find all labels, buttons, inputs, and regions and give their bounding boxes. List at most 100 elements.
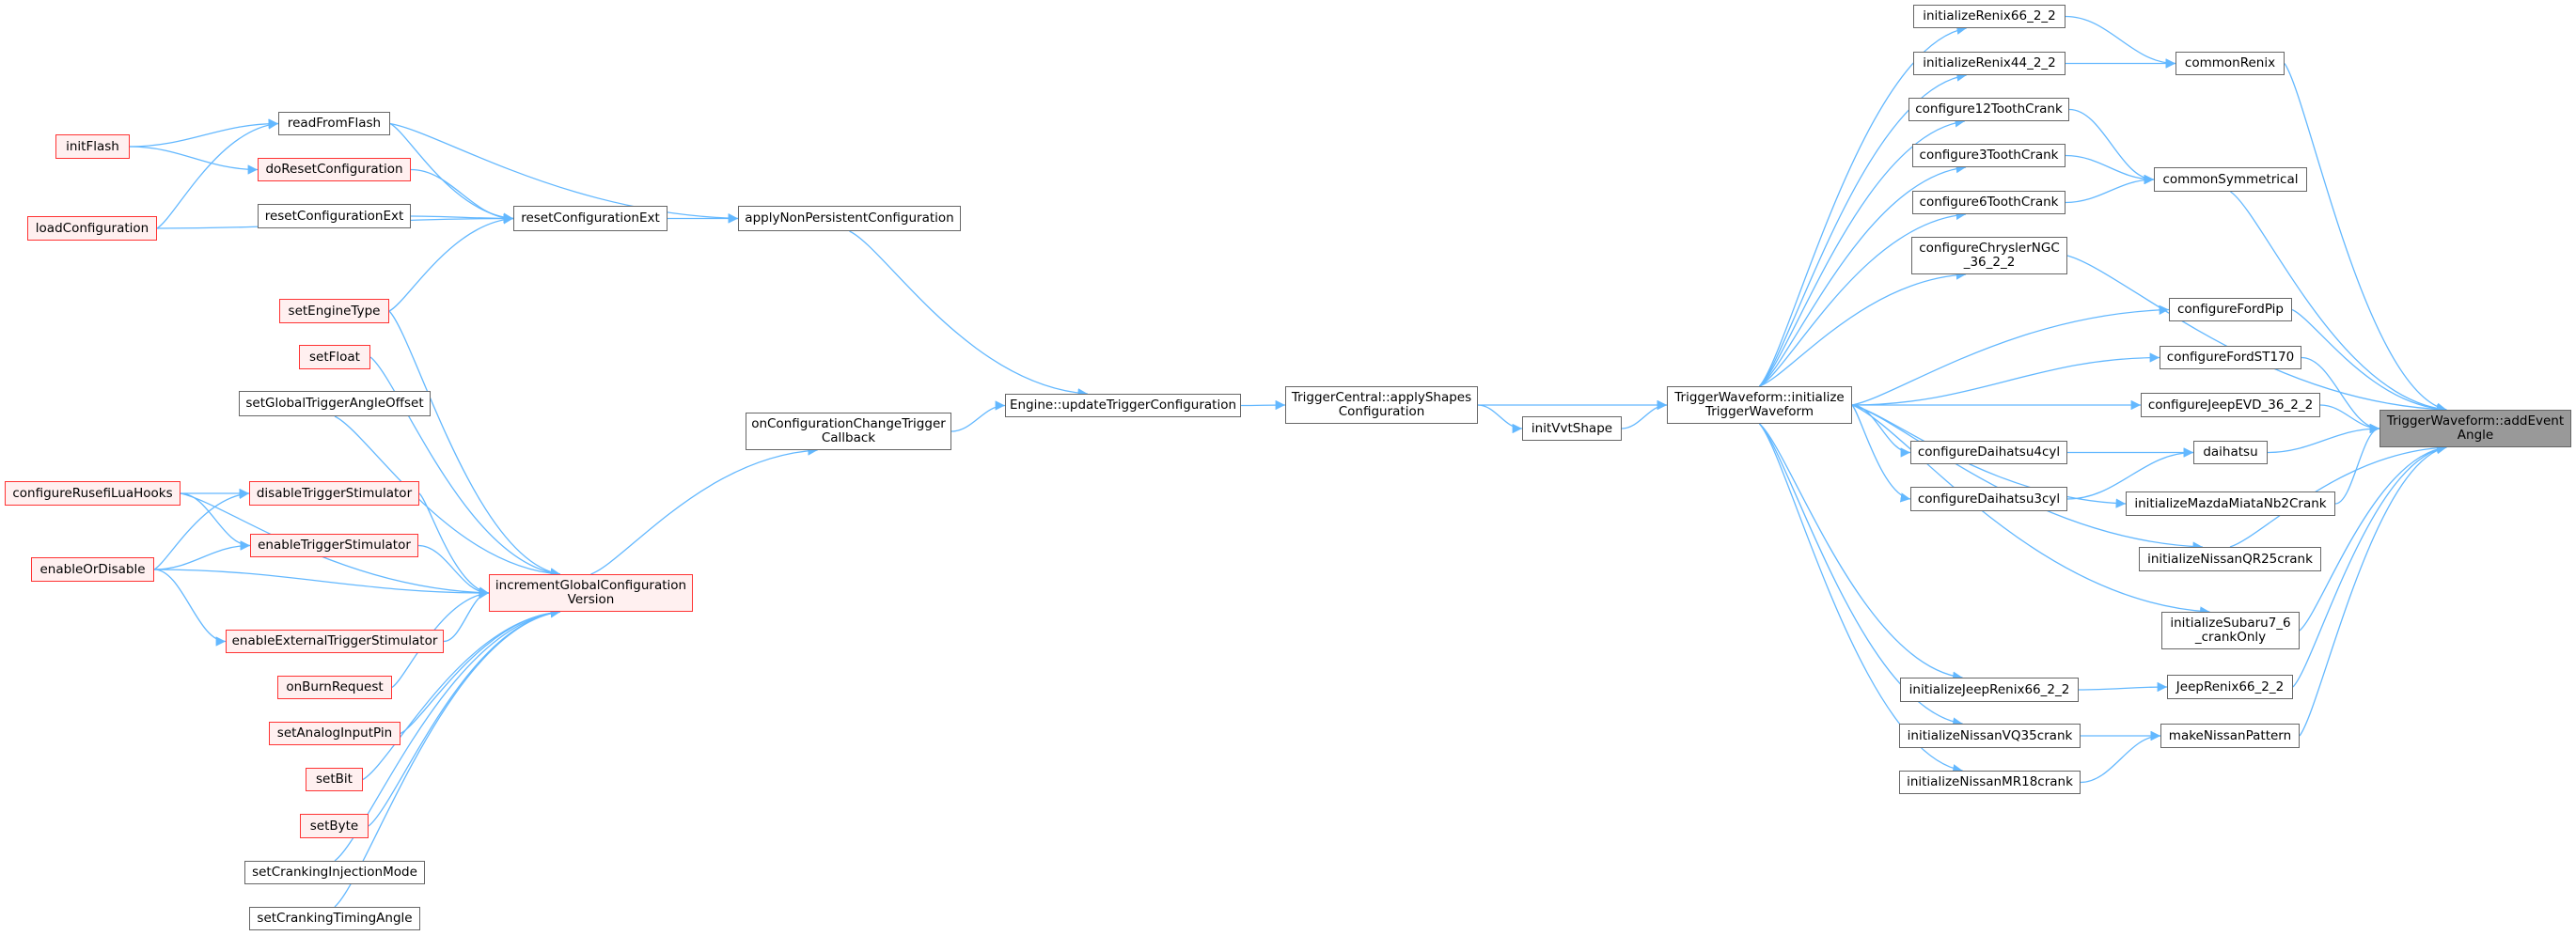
node-configure-ford-pip[interactable]: configureFordPip [2169,298,2292,321]
edge-do-reset-configuration-to-reset-configuration-ext-b [410,168,514,224]
edge-load-configuration-to-read-from-flash [156,119,279,229]
edge-configure6-tooth-crank-to-common-symmetrical [2065,174,2155,204]
edge-set-engine-type-to-reset-configuration-ext-b [388,214,514,312]
node-disable-trigger-stimulator[interactable]: disableTriggerStimulator [249,481,419,506]
node-configure6-tooth-crank[interactable]: configure6ToothCrank [1912,191,2066,214]
edge-trigger-waveform-initialize-trigger-waveform-to-configure6-tooth-crank [1759,210,1967,387]
edge-daihatsu-to-trigger-waveform-add-event-angle [2267,423,2380,454]
edge-trigger-waveform-initialize-trigger-waveform-to-initialize-jeep-renix66-2-2 [1759,423,1963,681]
node-init-flash[interactable]: initFlash [55,134,130,159]
node-reset-configuration-ext-a[interactable]: resetConfigurationExt [258,204,411,228]
node-configure-ford-st170[interactable]: configureFordST170 [2160,346,2301,369]
edge-trigger-waveform-initialize-trigger-waveform-to-configure3-tooth-crank [1759,163,1967,387]
node-configure-rusefi-lua-hooks[interactable]: configureRusefiLuaHooks [5,481,181,506]
node-configure12-tooth-crank[interactable]: configure12ToothCrank [1908,98,2069,121]
edge-apply-non-persistent-configuration-to-engine-update-trigger-configuration [849,230,1088,398]
node-set-float[interactable]: setFloat [299,345,370,369]
node-increment-global-configuration-version[interactable]: incrementGlobalConfiguration Version [489,574,693,612]
node-initialize-nissan-vq35crank[interactable]: initializeNissanVQ35crank [1899,724,2081,748]
edge-read-from-flash-to-apply-non-persistent-configuration [389,122,739,224]
edge-jeep-renix66-2-2-to-trigger-waveform-add-event-angle [2292,444,2447,688]
node-trigger-waveform-add-event-angle: TriggerWaveform::addEvent Angle [2380,410,2571,447]
node-configure-jeep-evd-36-2-2[interactable]: configureJeepEVD_36_2_2 [2141,393,2320,417]
edge-set-bit-to-increment-global-configuration-version [362,607,561,781]
edge-init-vvt-shape-to-trigger-waveform-initialize-trigger-waveform [1621,399,1668,429]
edge-trigger-waveform-initialize-trigger-waveform-to-initialize-subaru7-6-crank-only [1851,404,2210,616]
node-initialize-renix66-2-2[interactable]: initializeRenix66_2_2 [1913,5,2066,28]
node-initialize-jeep-renix66-2-2[interactable]: initializeJeepRenix66_2_2 [1900,678,2079,702]
edge-trigger-waveform-initialize-trigger-waveform-to-initialize-nissan-qr25crank [1851,404,2203,552]
edge-trigger-waveform-initialize-trigger-waveform-to-configure12-tooth-crank [1759,117,1965,387]
node-initialize-nissan-qr25crank[interactable]: initializeNissanQR25crank [2139,547,2321,571]
node-reset-configuration-ext-b[interactable]: resetConfigurationExt [513,206,668,231]
node-initialize-renix44-2-2[interactable]: initializeRenix44_2_2 [1913,52,2066,75]
node-on-configuration-change-trigger-callback[interactable]: onConfigurationChangeTrigger Callback [746,413,951,450]
node-configure-daihatsu3cyl[interactable]: configureDaihatsu3cyl [1910,487,2067,511]
edge-common-symmetrical-to-trigger-waveform-add-event-angle [2230,191,2447,414]
node-common-symmetrical[interactable]: commonSymmetrical [2154,167,2307,192]
edge-initialize-renix66-2-2-to-common-renix [2065,15,2176,69]
node-trigger-waveform-initialize-trigger-waveform[interactable]: TriggerWaveform::initialize TriggerWavef… [1667,386,1852,424]
node-set-cranking-injection-mode[interactable]: setCrankingInjectionMode [244,861,425,884]
edge-trigger-central-apply-shapes-configuration-to-init-vvt-shape [1477,404,1523,434]
edge-initialize-mazda-miata-nb2-crank-to-trigger-waveform-add-event-angle [2334,423,2380,505]
node-set-engine-type[interactable]: setEngineType [279,299,389,323]
edge-configure-chrysler-ngc-36-2-2-to-trigger-waveform-add-event-angle [2066,255,2447,414]
edge-configure12-tooth-crank-to-common-symmetrical [2068,108,2155,185]
edge-engine-update-trigger-configuration-to-trigger-central-apply-shapes-configuration [1240,399,1286,411]
node-initialize-nissan-mr18crank[interactable]: initializeNissanMR18crank [1899,771,2081,794]
edge-enable-trigger-stimulator-to-increment-global-configuration-version [417,544,490,599]
edge-set-float-to-increment-global-configuration-version [369,356,561,578]
node-initialize-subaru7-6-crank-only[interactable]: initializeSubaru7_6 _crankOnly [2161,612,2300,649]
node-init-vvt-shape[interactable]: initVvtShape [1522,416,1622,441]
edge-trigger-waveform-initialize-trigger-waveform-to-configure-ford-st170 [1851,352,2160,406]
edge-configure-ford-st170-to-trigger-waveform-add-event-angle [2301,356,2380,434]
edge-configure-jeep-evd-36-2-2-to-trigger-waveform-add-event-angle [2319,404,2380,434]
node-make-nissan-pattern[interactable]: makeNissanPattern [2160,724,2300,748]
node-set-global-trigger-angle-offset[interactable]: setGlobalTriggerAngleOffset [239,391,431,416]
node-enable-trigger-stimulator[interactable]: enableTriggerStimulator [250,534,418,557]
edge-enable-or-disable-to-enable-external-trigger-stimulator [153,569,227,647]
node-enable-or-disable[interactable]: enableOrDisable [31,557,154,582]
edge-enable-or-disable-to-increment-global-configuration-version [153,569,490,599]
node-daihatsu[interactable]: daihatsu [2193,441,2268,464]
node-set-analog-input-pin[interactable]: setAnalogInputPin [269,722,401,745]
node-enable-external-trigger-stimulator[interactable]: enableExternalTriggerStimulator [226,630,444,653]
node-set-bit[interactable]: setBit [306,768,363,791]
edge-increment-global-configuration-version-to-on-configuration-change-trigger-callback [590,445,818,575]
node-engine-update-trigger-configuration[interactable]: Engine::updateTriggerConfiguration [1005,394,1241,417]
edge-trigger-waveform-initialize-trigger-waveform-to-initialize-renix44-2-2 [1759,71,1967,387]
node-configure3-tooth-crank[interactable]: configure3ToothCrank [1912,144,2066,167]
edge-set-cranking-injection-mode-to-increment-global-configuration-version [334,607,561,862]
node-on-burn-request[interactable]: onBurnRequest [277,676,392,699]
node-set-cranking-timing-angle[interactable]: setCrankingTimingAngle [249,907,420,930]
edge-trigger-waveform-initialize-trigger-waveform-to-configure-chrysler-ngc-36-2-2 [1759,270,1967,387]
edge-configure3-tooth-crank-to-common-symmetrical [2065,154,2155,185]
edge-make-nissan-pattern-to-trigger-waveform-add-event-angle [2299,444,2447,737]
node-read-from-flash[interactable]: readFromFlash [278,112,390,135]
edge-disable-trigger-stimulator-to-increment-global-configuration-version [418,492,490,597]
edge-trigger-waveform-initialize-trigger-waveform-to-initialize-nissan-mr18crank [1759,423,1963,774]
node-jeep-renix66-2-2[interactable]: JeepRenix66_2_2 [2167,675,2293,699]
node-configure-chrysler-ngc-36-2-2[interactable]: configureChryslerNGC _36_2_2 [1911,237,2067,274]
node-trigger-central-apply-shapes-configuration[interactable]: TriggerCentral::applyShapes Configuratio… [1285,386,1478,424]
node-load-configuration[interactable]: loadConfiguration [27,216,157,241]
edge-configure-ford-pip-to-trigger-waveform-add-event-angle [2291,308,2447,414]
node-configure-daihatsu4cyl[interactable]: configureDaihatsu4cyl [1910,441,2067,464]
edge-set-engine-type-to-increment-global-configuration-version [388,310,561,578]
edge-enable-or-disable-to-disable-trigger-stimulator [153,489,250,570]
node-initialize-mazda-miata-nb2-crank[interactable]: initializeMazdaMiataNb2Crank [2126,491,2335,516]
node-set-byte[interactable]: setByte [300,814,369,838]
edge-on-configuration-change-trigger-callback-to-engine-update-trigger-configuration [950,400,1006,432]
edge-trigger-waveform-initialize-trigger-waveform-to-initialize-renix66-2-2 [1759,24,1967,387]
edge-initialize-nissan-mr18crank-to-make-nissan-pattern [2080,730,2161,784]
edge-init-flash-to-read-from-flash [129,118,279,148]
edge-common-renix-to-trigger-waveform-add-event-angle [2284,63,2447,413]
edge-trigger-waveform-initialize-trigger-waveform-to-configure-daihatsu3cyl [1851,404,1911,503]
node-apply-non-persistent-configuration[interactable]: applyNonPersistentConfiguration [738,206,961,231]
edge-enable-or-disable-to-enable-trigger-stimulator [153,540,251,570]
node-common-renix[interactable]: commonRenix [2175,52,2285,75]
node-do-reset-configuration[interactable]: doResetConfiguration [258,158,411,181]
